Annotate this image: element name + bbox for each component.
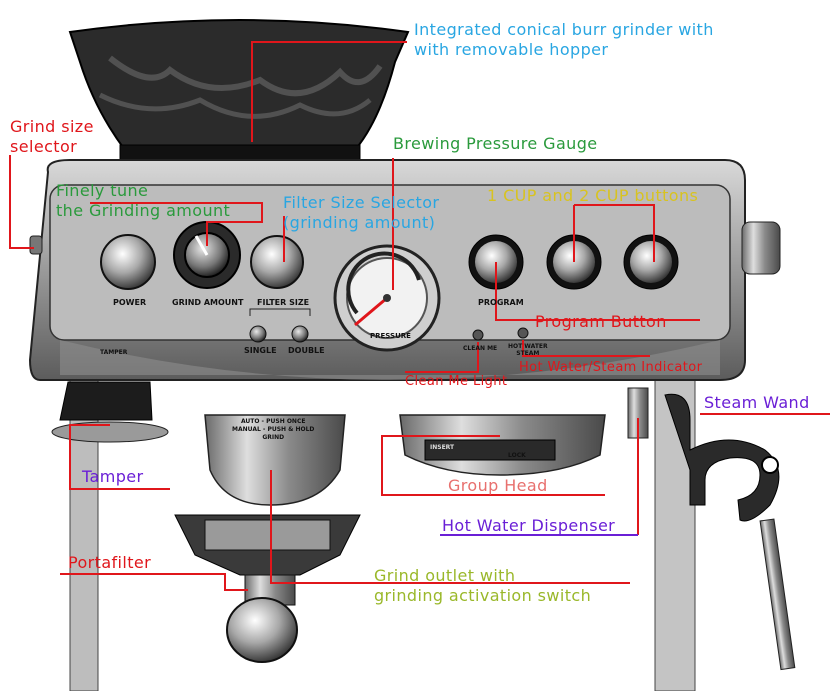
tamper[interactable] <box>59 381 153 421</box>
insert-text: INSERT <box>430 444 455 451</box>
group-head-annotation: Group Head <box>448 476 548 495</box>
finely-tune-leader <box>90 202 263 246</box>
grind-outlet-leader <box>270 470 630 584</box>
steam-wand-annotation: Steam Wand <box>704 393 810 412</box>
grind-outlet-annotation: Grind outlet with grinding activation sw… <box>374 566 592 605</box>
lock-text: LOCK <box>508 452 526 459</box>
single-label: SINGLE <box>244 346 277 355</box>
hot-water-indicator-leader <box>522 340 650 357</box>
single-filter-button[interactable] <box>249 325 267 343</box>
grind-size-annotation: Grind size selector <box>10 117 94 156</box>
filter-size-label: FILTER SIZE <box>257 298 310 307</box>
power-knob[interactable] <box>100 234 156 290</box>
portafilter-annotation: Portafilter <box>68 553 152 572</box>
steam-wand[interactable] <box>664 393 780 522</box>
filter-selector-annotation: Filter Size Selector (grinding amount) <box>283 193 440 232</box>
filter-size-knob[interactable] <box>250 235 304 289</box>
clean-me-text: CLEAN ME <box>463 345 498 352</box>
hot-water-indicator-annotation: Hot Water/Steam Indicator <box>519 360 703 375</box>
grinder-leader <box>251 41 407 142</box>
program-button-leader <box>495 262 700 321</box>
tamper-text: TAMPER <box>100 349 128 356</box>
double-label: DOUBLE <box>288 346 325 355</box>
pressure-gauge-annotation: Brewing Pressure Gauge <box>393 134 598 153</box>
steam-dial-side <box>741 221 781 275</box>
hot-water-dispenser-annotation: Hot Water Dispenser <box>442 516 616 535</box>
grind-amount-label: GRIND AMOUNT <box>172 298 244 307</box>
tamper-leader <box>69 424 170 490</box>
program-button-annotation: Program Button <box>535 312 667 331</box>
clean-me-light <box>472 329 484 341</box>
hot-water-steam-light <box>517 327 529 339</box>
clean-me-leader <box>405 342 479 373</box>
clean-me-annotation: Clean Me Light <box>405 374 508 389</box>
finely-tune-annotation: Finely tune the Grinding amount <box>56 181 231 220</box>
gauge-word: PRESSURE <box>370 332 411 340</box>
hot-water-steam-text: HOT WATER STEAM <box>508 343 548 357</box>
program-label: PROGRAM <box>478 298 524 307</box>
double-filter-button[interactable] <box>291 325 309 343</box>
cup-buttons-annotation: 1 CUP and 2 CUP buttons <box>487 186 699 205</box>
grind-instructions: AUTO - PUSH ONCE MANUAL - PUSH & HOLD GR… <box>232 418 315 441</box>
grind-size-leader <box>9 155 34 249</box>
power-label: POWER <box>113 298 147 307</box>
gauge-needle <box>354 296 388 327</box>
steam-wand-tube <box>759 518 796 671</box>
grind-size-selector[interactable] <box>29 235 43 255</box>
portafilter-leader <box>60 573 248 591</box>
grinder-annotation: Integrated conical burr grinder with wit… <box>414 20 714 59</box>
cup-buttons-leader <box>573 204 655 262</box>
tamper-annotation: Tamper <box>82 467 144 486</box>
group-head-leader <box>381 435 605 496</box>
